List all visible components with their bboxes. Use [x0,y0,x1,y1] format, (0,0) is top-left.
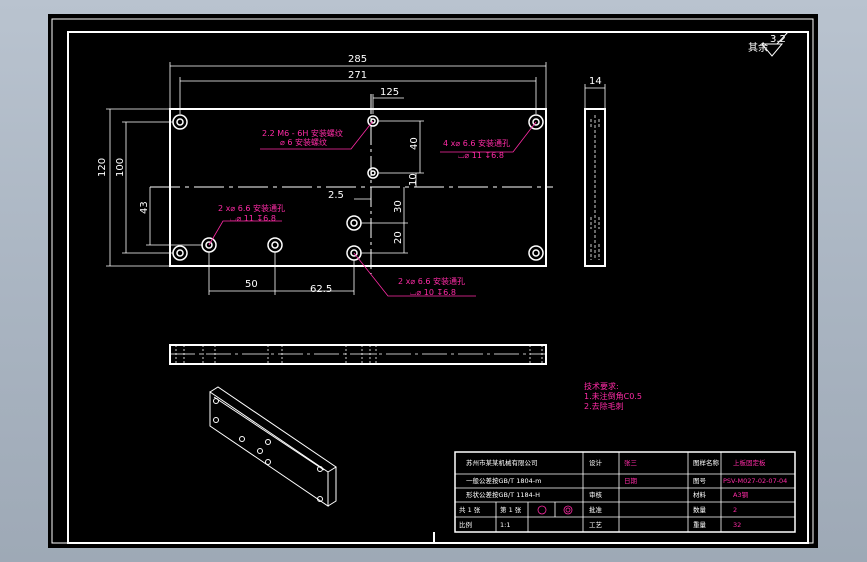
dim-2-5: 2.5 [328,190,344,201]
dim-10: 10 [408,173,419,186]
tb-standard-1: 一般公差按GB/T 1804-m [466,476,541,485]
inner-frame [67,31,809,544]
note-hole-d-line1: 2 x⌀ 6.6 安装通孔 [398,276,465,286]
tb-scale-label: 比例 [459,520,472,529]
tb-weight-label: 重量 [693,521,707,529]
tech-title: 技术要求: [584,381,619,391]
top-view [169,344,547,365]
dim-43: 43 [139,201,150,214]
tb-drawing-no: PSV-M027-02-07-04 [723,477,787,485]
tb-check-label: 审核 [589,490,603,499]
dim-62-5: 62.5 [310,284,332,295]
tb-sheet-count: 共 1 张 [459,505,481,514]
tech-item-1: 1.未注倒角C0.5 [584,391,642,401]
dim-125: 125 [380,87,399,98]
dim-40: 40 [409,137,420,150]
roughness-value: 3.2 [770,34,786,45]
dim-50: 50 [245,279,258,290]
tb-material-label: 材料 [693,490,707,499]
tb-material-value: A3钢 [733,491,749,499]
tech-item-2: 2.去除毛刺 [584,401,624,411]
note-hole-a-line1: 2.2 M6 - 6H 安装螺纹 [262,128,343,138]
dim-14: 14 [589,76,602,87]
tb-approve-label: 批准 [589,505,603,514]
isometric-view [209,386,337,507]
tb-date: 日期 [624,477,638,485]
dim-100: 100 [115,158,126,177]
tb-design-label: 设计 [589,458,603,467]
dim-120: 120 [97,158,108,177]
dim-285: 285 [348,54,367,65]
tb-company: 苏州市某某机械有限公司 [466,458,538,467]
note-hole-c-line2: ⌴⌀ 11 ↧6.8 [230,214,276,223]
cad-drawing-sheet: 其余 3.2 [51,18,814,544]
technical-requirements: 技术要求: 1.未注倒角C0.5 2.去除毛刺 [584,381,642,411]
note-hole-a-line2: ⌀ 6 安装螺纹 [280,137,327,147]
note-hole-b-line2: ⌴⌀ 11 ↧6.8 [458,151,504,160]
tb-scale-value: 1:1 [500,521,510,529]
dim-271: 271 [348,70,367,81]
front-view: 285 271 125 120 100 43 40 10 2.5 30 20 5… [97,54,553,297]
drawing-canvas: 其余 3.2 [48,14,818,548]
tb-weight-value: 32 [733,521,741,529]
tb-qty-value: 2 [733,506,737,514]
note-hole-d-line2: ⌴⌀ 10 ↧6.8 [410,288,456,297]
tb-process-label: 工艺 [589,521,603,529]
plate-outline [169,108,547,267]
dim-20: 20 [393,231,404,244]
tb-part-label: 图样名称 [693,458,720,467]
tb-drawing-label: 图号 [693,477,707,485]
side-view: 14 [584,76,606,267]
tb-part-name: 上板固定板 [733,458,766,467]
title-block: 苏州市某某机械有限公司 一般公差按GB/T 1804-m 形状公差按GB/T 1… [454,451,796,533]
note-hole-c-line1: 2 x⌀ 6.6 安装通孔 [218,203,285,213]
tb-designer: 张三 [624,458,638,467]
surface-roughness-symbol: 其余 3.2 [748,31,789,57]
tb-qty-label: 数量 [693,505,707,514]
dim-30: 30 [393,200,404,213]
tb-sheet-no: 第 1 张 [500,505,522,514]
note-hole-b-line1: 4 x⌀ 6.6 安装通孔 [443,138,510,148]
tb-standard-2: 形状公差按GB/T 1184-H [466,490,540,499]
